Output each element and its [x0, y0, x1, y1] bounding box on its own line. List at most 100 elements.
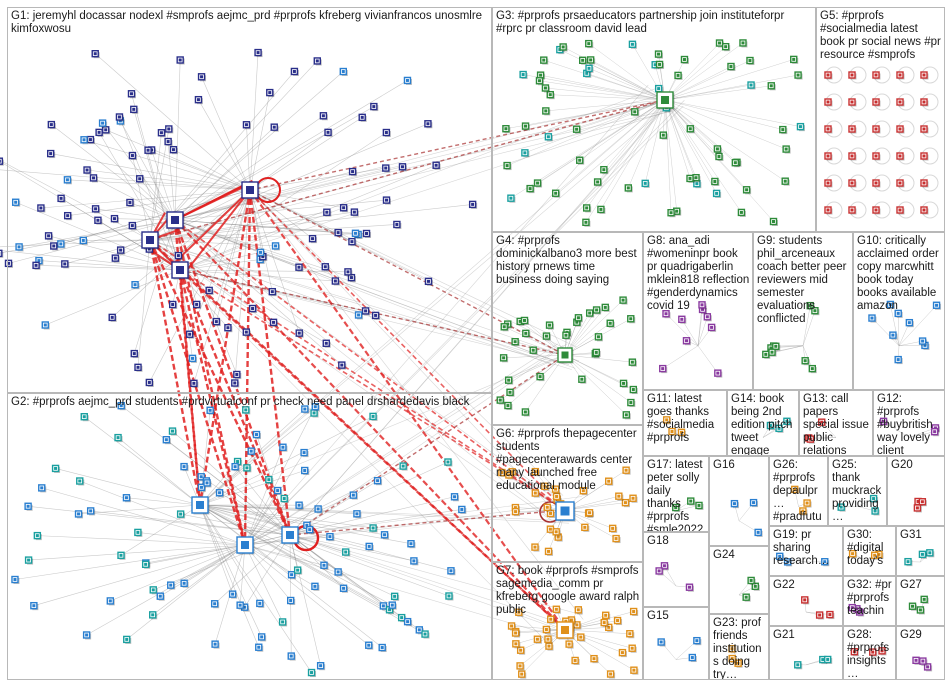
node-small-core: [922, 597, 926, 601]
node-g3-core: [523, 151, 527, 155]
edge-g1: [174, 219, 356, 234]
node-g5-core: [826, 127, 830, 131]
edge-red-inter: [249, 99, 666, 191]
node-g1-core: [341, 70, 345, 74]
edge-g3: [664, 99, 698, 184]
node-g1-core: [324, 341, 328, 345]
edge-g3: [644, 99, 666, 184]
edge-g3: [664, 99, 736, 163]
hub-node-g1-core: [146, 236, 154, 244]
node-g2-core: [390, 603, 394, 607]
edge-g1: [249, 92, 271, 191]
edge-g2: [289, 534, 414, 562]
node-g7-core: [564, 619, 568, 623]
node-small-core: [826, 657, 830, 661]
node-g3-core: [745, 188, 749, 192]
edge-g2: [199, 504, 374, 529]
group-panel-g14: G14: book being 2nd edition pitch tweet …: [727, 390, 799, 456]
node-g1-core: [384, 166, 388, 170]
node-g2-core: [351, 493, 355, 497]
node-small-core: [923, 343, 927, 347]
node-g1-core: [93, 52, 97, 56]
node-g3-core: [643, 181, 647, 185]
node-g6-core: [581, 489, 585, 493]
node-g6-core: [533, 470, 537, 474]
node-g1-core: [14, 200, 18, 204]
edge-g1: [234, 189, 251, 384]
edge-g3: [664, 99, 786, 182]
node-g2-core: [151, 588, 155, 592]
node-g2-core: [32, 604, 36, 608]
node-g3-core: [633, 110, 637, 114]
edge-g2: [214, 534, 291, 604]
node-g2-core: [308, 528, 312, 532]
node-g2-core: [213, 602, 217, 606]
edge-g3: [664, 99, 738, 163]
node-small-core: [753, 584, 757, 588]
node-g1-core: [259, 250, 263, 254]
node-g5-core: [874, 154, 878, 158]
node-g3-core: [781, 128, 785, 132]
node-g4-core: [594, 350, 598, 354]
edge-g2: [86, 544, 246, 636]
group-panel-g18: G18: [643, 532, 709, 607]
hub-node-g6-core: [560, 506, 570, 516]
node-small-core: [839, 505, 843, 509]
edge-small: [662, 345, 699, 369]
group-panel-g12: G12: #prprofs #buybritish way lovely cli…: [873, 390, 945, 456]
edge-g2: [28, 544, 246, 561]
node-g2-core: [449, 569, 453, 573]
node-g2-core: [355, 512, 359, 516]
edge-g1: [167, 141, 176, 221]
group-label-g17: G17: latest peter solly daily thanks #pr…: [647, 459, 706, 532]
edge-g1: [60, 198, 181, 271]
node-g4-core: [576, 316, 580, 320]
node-small-core: [906, 560, 910, 564]
node-g1-core: [272, 125, 276, 129]
edge-g2: [199, 504, 395, 597]
node-g5-core: [826, 100, 830, 104]
edge-inter: [149, 239, 572, 370]
edge-g1: [179, 164, 437, 271]
edge-g1: [19, 219, 176, 248]
node-g3-core: [772, 220, 776, 224]
edge-g3: [664, 99, 716, 182]
edge-g1: [120, 120, 176, 221]
node-g2-core: [406, 620, 410, 624]
edge-g4: [503, 354, 566, 359]
node-g6-core: [548, 527, 552, 531]
node-g3-core: [542, 58, 546, 62]
edge-g3: [664, 99, 672, 213]
node-g1: [0, 157, 4, 165]
node-small-core: [813, 309, 817, 313]
node-g1-core: [96, 218, 100, 222]
node-g1-core: [138, 177, 142, 181]
group-label-g20: G20: [891, 459, 913, 471]
edge-g3: [563, 46, 666, 101]
node-g4-core: [608, 321, 612, 325]
node-g4-core: [548, 323, 552, 327]
node-g3-core: [524, 124, 528, 128]
node-g4-core: [538, 375, 542, 379]
node-small-core: [661, 367, 665, 371]
edge-g2: [244, 534, 291, 608]
node-g4-core: [629, 317, 633, 321]
node-g1-core: [129, 92, 133, 96]
node-g1-core: [132, 107, 136, 111]
edge-g2: [199, 504, 260, 648]
node-g2-core: [380, 646, 384, 650]
node-g6-core: [631, 496, 635, 500]
node-small-core: [823, 560, 827, 564]
node-g4-core: [631, 388, 635, 392]
edge-g3: [664, 99, 718, 150]
edge-g1: [249, 167, 386, 191]
node-small-core: [871, 650, 875, 654]
node-g1-core: [52, 244, 56, 248]
node-g3-core: [783, 179, 787, 183]
node-small-core: [911, 604, 915, 608]
edge-g2: [145, 544, 246, 565]
node-g2-core: [233, 465, 237, 469]
group-panel-g26: G26: #prprofs depaulpr… #pradfutu…: [769, 456, 828, 526]
node-g7-core: [519, 648, 523, 652]
node-small-core: [665, 418, 669, 422]
